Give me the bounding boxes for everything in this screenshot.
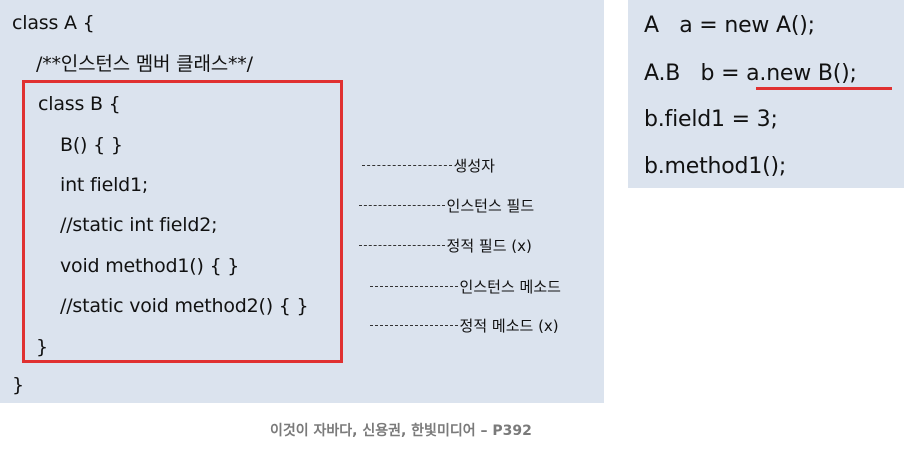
code-line-field1: int field1; xyxy=(60,174,149,196)
code-line-comment: /**인스턴스 멤버 클래스**/ xyxy=(36,53,253,75)
inner-class-highlight-box xyxy=(22,80,343,363)
code-line-class-a: class A { xyxy=(12,12,95,34)
usage-line-method-call: b.method1(); xyxy=(644,154,787,179)
leader-line xyxy=(358,205,445,206)
annotation-label: 정적 메소드 (x) xyxy=(459,317,559,335)
code-line-static-method2: //static void method2() { } xyxy=(60,295,309,317)
annotation-label: 인스턴스 필드 xyxy=(446,197,535,215)
code-line-close-a: } xyxy=(12,374,24,396)
leader-line xyxy=(358,245,445,246)
leader-line xyxy=(361,165,452,166)
annotation-instance-method: 인스턴스 메소드 xyxy=(360,257,561,297)
code-line-static-field2: //static int field2; xyxy=(60,214,218,236)
annotation-label: 정적 필드 (x) xyxy=(446,237,532,255)
source-citation: 이것이 자바다, 신용권, 한빛미디어 – P392 xyxy=(270,423,532,439)
annotation-label: 생성자 xyxy=(453,157,495,175)
usage-line-new-b: A.B b = a.new B(); xyxy=(644,61,857,86)
annotation-instance-field: 인스턴스 필드 xyxy=(349,176,534,216)
annotation-label: 인스턴스 메소드 xyxy=(459,278,561,296)
annotation-constructor: 생성자 xyxy=(352,136,495,176)
usage-panel xyxy=(628,0,904,188)
code-line-constructor: B() { } xyxy=(60,134,123,156)
annotation-static-field: 정적 필드 (x) xyxy=(349,216,532,256)
usage-line-field-assign: b.field1 = 3; xyxy=(644,107,778,132)
usage-line-new-a: A a = new A(); xyxy=(644,13,815,38)
code-line-class-b: class B { xyxy=(38,93,121,115)
annotation-static-method: 정적 메소드 (x) xyxy=(360,296,559,336)
code-line-method1: void method1() { } xyxy=(60,255,240,277)
new-b-underline xyxy=(756,87,892,90)
leader-line xyxy=(369,325,458,326)
leader-line xyxy=(369,286,458,287)
code-line-close-b: } xyxy=(36,336,48,358)
code-panel xyxy=(0,0,604,403)
